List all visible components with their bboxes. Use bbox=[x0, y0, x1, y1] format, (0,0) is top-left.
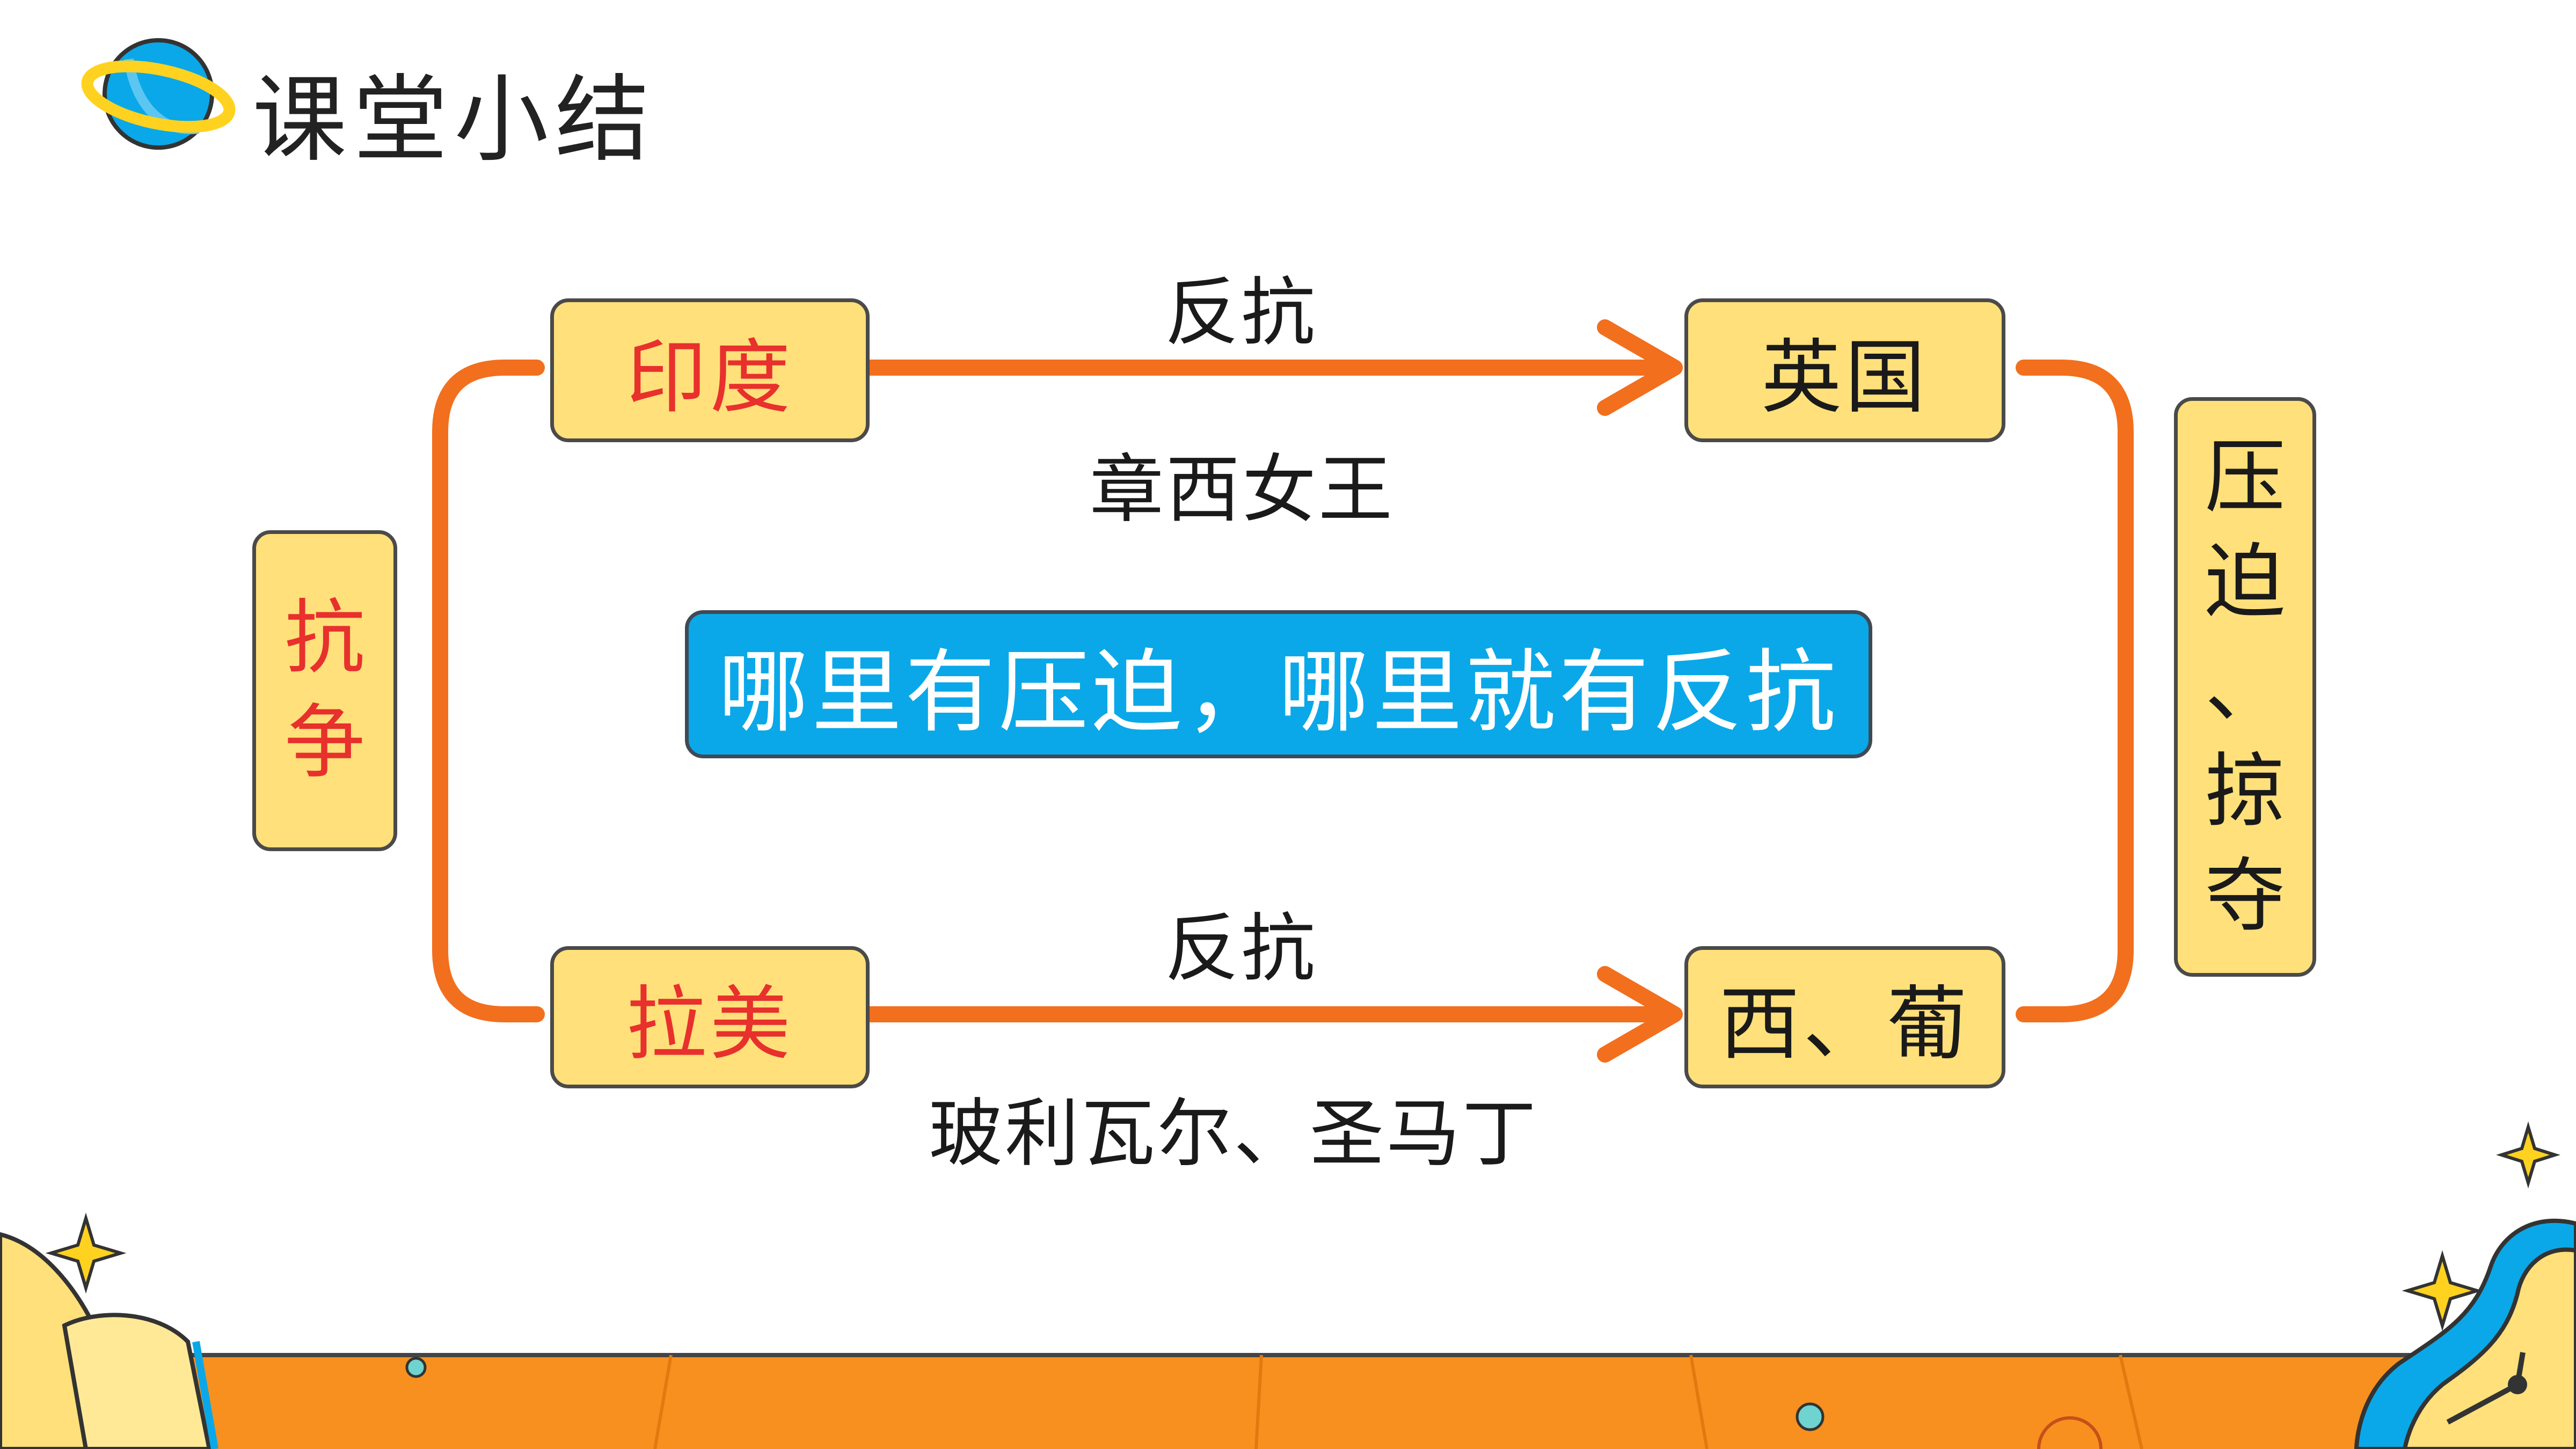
edge-bottom-action: 反抗 bbox=[1165, 905, 1318, 992]
node-britain: 英国 bbox=[1684, 298, 2005, 442]
node-spain-portugal: 西、葡 bbox=[1684, 946, 2005, 1088]
node-india: 印度 bbox=[550, 298, 870, 442]
oppression-char-2: 迫 bbox=[2205, 535, 2286, 629]
node-latin-america-label: 拉美 bbox=[626, 978, 794, 1071]
connector-loop bbox=[432, 360, 2134, 1022]
arrow-bottom bbox=[862, 966, 1683, 1063]
sparkle-icon bbox=[45, 1121, 2560, 1331]
edge-top-action: 反抗 bbox=[1165, 269, 1318, 356]
planet-icon bbox=[81, 38, 236, 150]
book-icon bbox=[0, 1232, 218, 1449]
oppression-box: 压 迫 、 掠 夺 bbox=[2174, 397, 2316, 977]
footer-band bbox=[0, 1353, 2576, 1449]
node-latin-america: 拉美 bbox=[550, 946, 870, 1088]
arrow-top bbox=[862, 319, 1683, 416]
resistance-box: 抗 争 bbox=[252, 530, 397, 851]
resistance-char-1: 抗 bbox=[284, 591, 365, 685]
oppression-char-5: 夺 bbox=[2205, 849, 2286, 943]
page-title: 课堂小结 bbox=[252, 65, 656, 175]
edge-top-person: 章西女王 bbox=[1090, 447, 1395, 533]
node-india-label: 印度 bbox=[626, 331, 794, 425]
node-spain-portugal-label: 西、葡 bbox=[1719, 978, 1971, 1071]
center-slogan: 哪里有压迫，哪里就有反抗 bbox=[685, 610, 1872, 758]
oppression-char-1: 压 bbox=[2205, 430, 2286, 524]
node-britain-label: 英国 bbox=[1761, 331, 1929, 425]
oppression-char-3: 、 bbox=[2205, 640, 2286, 734]
edge-bottom-person: 玻利瓦尔、圣马丁 bbox=[929, 1091, 1539, 1177]
resistance-char-2: 争 bbox=[284, 696, 365, 789]
oppression-char-4: 掠 bbox=[2205, 744, 2286, 838]
clock-icon bbox=[2354, 1218, 2576, 1449]
